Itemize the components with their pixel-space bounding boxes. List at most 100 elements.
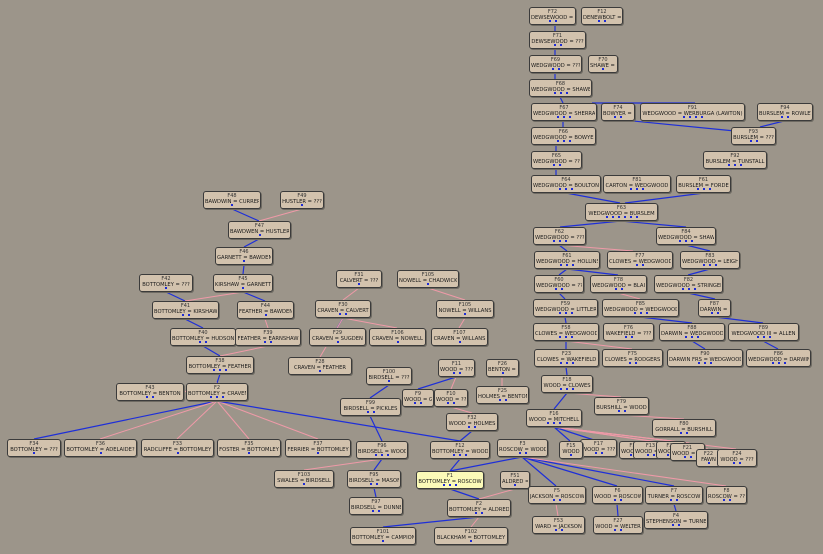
child-marker	[624, 336, 627, 338]
child-markers	[637, 454, 664, 457]
family-couple-name: BOTTOMLEY = CRAVEN	[188, 391, 246, 397]
lineage-connector	[382, 516, 480, 528]
